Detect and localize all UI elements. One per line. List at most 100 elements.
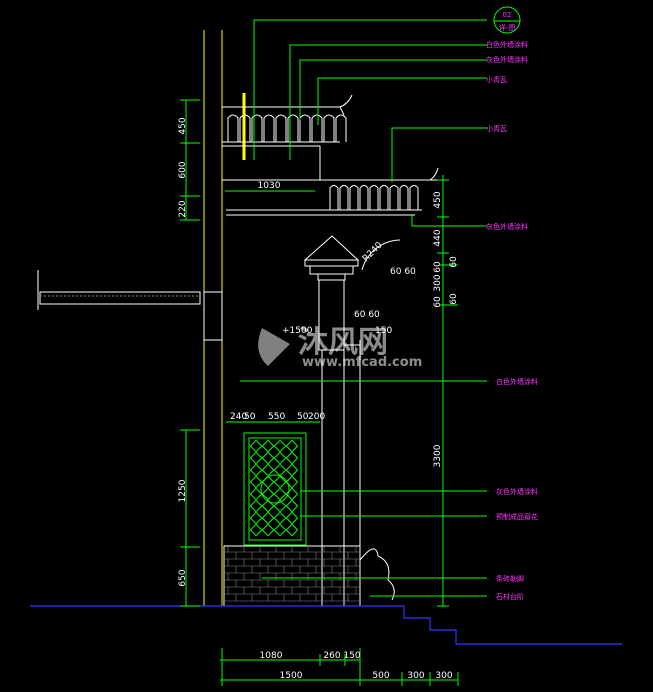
label-gray-paint-top: 灰色外墙涂料 [486, 55, 528, 64]
lattice-cell [273, 511, 287, 525]
lattice-cell [285, 463, 299, 477]
label-stone-steps: 石材台阶 [496, 592, 524, 601]
watermark-logo [258, 328, 290, 366]
roof-tile [323, 114, 335, 142]
lattice-cell [249, 499, 263, 513]
roof-tile [251, 114, 263, 142]
roof-tile [275, 114, 287, 142]
lattice-cell [273, 463, 287, 477]
window-dim-a: 240 [230, 412, 247, 422]
lattice-cell [285, 499, 299, 513]
lattice-cell [249, 439, 263, 453]
detail-badge-circle [493, 6, 521, 34]
lattice-cell [285, 439, 299, 453]
left-dim-4: 1250 [178, 479, 188, 502]
detail-badge-bottom: 详-图 [499, 23, 516, 32]
lattice-cell [285, 523, 299, 537]
label-small-tile-top: 小青瓦 [486, 75, 507, 84]
lattice-cell [273, 475, 287, 489]
lattice-cell [261, 487, 275, 501]
label-gray-paint-mid: 灰色外墙涂料 [486, 222, 528, 231]
watermark-url: www.mfcad.com [302, 355, 422, 370]
label-window-lattice: 预制成品窗花 [496, 512, 538, 521]
floor-slab [37, 270, 223, 341]
pier-dim-60b: 60 [433, 296, 443, 308]
bottom-dim-300b: 300 [435, 671, 452, 681]
label-white-paint-mid: 白色外墙涂料 [496, 377, 538, 386]
lattice-cell [249, 463, 263, 477]
lattice-cell [273, 451, 287, 465]
right-dim-2: 440 [433, 229, 443, 246]
lattice-cell [261, 511, 275, 525]
lattice-cell [249, 475, 263, 489]
pier-radius-dim: R240 [361, 240, 385, 264]
left-dimension-chain [180, 99, 200, 607]
window-dim-c: 550 [268, 412, 285, 422]
lattice-cell [273, 523, 287, 537]
roof-tile [287, 114, 299, 142]
pier-dim-60c: 60 [449, 256, 459, 268]
bottom-dimension-chain [220, 648, 459, 686]
label-brick-plinth: 条砖勒脚 [496, 574, 524, 583]
eave-tile [329, 185, 339, 210]
left-dim-5: 650 [178, 569, 188, 586]
roof-tile [227, 114, 239, 142]
pier-small-dim-2: 150 [375, 326, 392, 336]
eave-tile [379, 185, 389, 210]
lattice-cell [261, 439, 275, 453]
eave-tile [399, 185, 409, 210]
pier-arc [361, 239, 401, 271]
lattice-cell [273, 487, 287, 501]
pier-dim-300: 300 [433, 274, 443, 291]
eave-tile [389, 185, 399, 210]
window-lattice [243, 432, 307, 546]
lattice-cell [285, 451, 299, 465]
left-dim-1: 450 [178, 117, 188, 134]
upper-eave [222, 167, 440, 216]
window-dim-e: 200 [308, 412, 325, 422]
lattice-cell [261, 499, 275, 513]
lattice-cell [285, 475, 299, 489]
eave-tile [369, 185, 379, 210]
watermark: 沐风网 www.mfcad.com [258, 325, 422, 370]
lattice-cell [249, 523, 263, 537]
right-dim-3: 3300 [433, 444, 443, 467]
roof-tile [263, 114, 275, 142]
roof-tile [239, 114, 251, 142]
lattice-center [260, 474, 290, 504]
lattice-cell [249, 511, 263, 525]
lattice-cell [285, 511, 299, 525]
watermark-text: 沐风网 [298, 325, 388, 360]
roof-width-dim: 1030 [258, 181, 281, 191]
roof-tile [311, 114, 323, 142]
window-dim-b: 50 [244, 412, 256, 422]
roof-tile [335, 114, 347, 142]
pier-small-dim-1: 60 60 [354, 310, 380, 320]
right-dimension-chain [437, 175, 458, 607]
detail-badge-top: 02 [503, 11, 512, 19]
eave-tile [359, 185, 369, 210]
lattice-cell [249, 451, 263, 465]
brick-plinth [223, 545, 361, 607]
bottom-dim-300a: 300 [407, 671, 424, 681]
eave-tile [409, 185, 419, 210]
pier-dim-60d: 60 [449, 293, 459, 305]
bottom-dim-1500: 1500 [280, 671, 303, 681]
plant-outline [359, 548, 395, 601]
left-dim-3: 220 [178, 200, 188, 217]
label-small-tile: 小青瓦 [486, 124, 507, 133]
lattice-cell [261, 523, 275, 537]
eave-tile [349, 185, 359, 210]
left-dim-2: 600 [178, 161, 188, 178]
pier-dim-60a: 60 [433, 261, 443, 273]
lattice-cell [261, 451, 275, 465]
right-dim-1: 450 [433, 191, 443, 208]
upper-roof [222, 94, 353, 180]
lattice-cell [249, 487, 263, 501]
pier-column [303, 235, 361, 606]
roof-tile [299, 114, 311, 142]
bottom-dim-260: 260 [323, 651, 340, 661]
window-dim-d: 50 [297, 412, 309, 422]
lattice-cell [261, 475, 275, 489]
lattice-cell [261, 463, 275, 477]
